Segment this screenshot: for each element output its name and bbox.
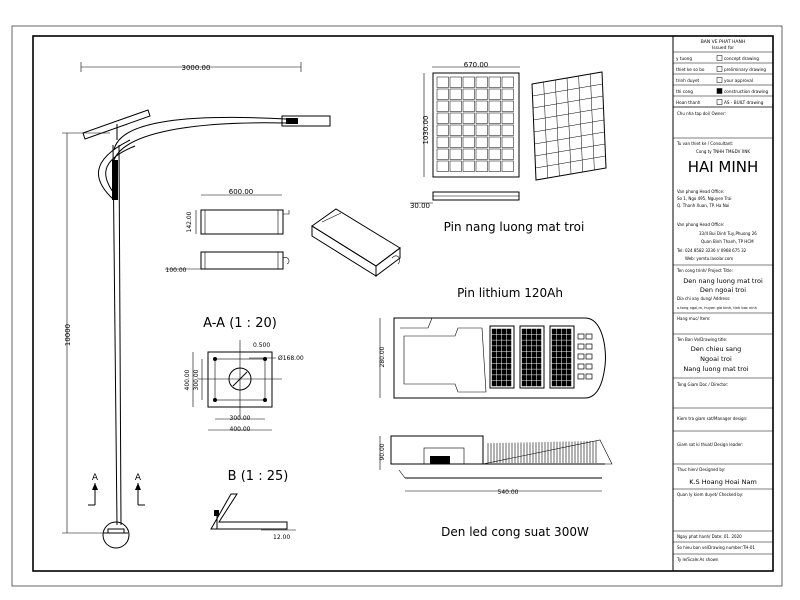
battery-caption: Pin lithium 120Ah — [457, 286, 563, 300]
inner-border — [32, 35, 774, 572]
checker-label: Quan ly kiem duyet/ Checked by: — [677, 492, 743, 497]
led-lamp-side-view: 90.00 540.00 Den led cong suat 300W — [379, 435, 613, 539]
project-line2: Den ngoai troi — [700, 286, 746, 294]
drawing-title-2: Ngoai troi — [700, 355, 732, 363]
drawing-title-3: Nang luong mat troi — [683, 365, 748, 373]
office2-addr1: 33/4 Bui Dinh Tuy,Phuong 26 — [699, 231, 757, 236]
drawing-number: So hieu ban ve/Drawing number:TH-01 — [677, 545, 755, 550]
section-mark-a-right: A — [135, 473, 142, 483]
battery-side — [200, 251, 284, 270]
battery-views: 600.00 142.00 100.00 — [165, 188, 401, 277]
dim-pole-arm: 3000.00 — [182, 64, 211, 72]
dim-base-a-horizontal: 400.00 — [230, 426, 251, 433]
dim-battery-depth: 100.00 — [166, 267, 187, 274]
office2-label: Van phong Head Office: — [677, 222, 724, 227]
outer-border — [11, 25, 783, 587]
issue-row-label: thi cong — [676, 89, 693, 94]
dim-panel-thickness: 30.00 — [410, 202, 430, 210]
issue-date: Ngay phat hanh/ Date: 01. 2020 — [677, 534, 742, 539]
base-plate-section-a: A-A (1 : 20) 0.500 Ø168.00 400.00 300.00… — [184, 316, 304, 433]
dim-lamp-height: 280.00 — [379, 346, 386, 367]
issue-row-option: construction drawing — [724, 89, 769, 94]
issue-row-option: concept drawing — [724, 56, 759, 61]
dim-battery-length: 600.00 — [229, 188, 254, 196]
dim-base-a-vertical: 400.00 — [184, 369, 191, 390]
issue-checkbox[interactable] — [716, 99, 723, 105]
section-b-title: B (1 : 25) — [228, 469, 289, 484]
web: Web: yomtu.lasolar.com — [685, 256, 733, 261]
solar-panel-caption: Pin nang luong mat troi — [444, 220, 585, 234]
issue-row-option: AS - BUILT drawing — [724, 100, 764, 105]
dim-battery-height: 142.00 — [186, 211, 193, 232]
dim-base-bolt: 0.500 — [253, 342, 270, 349]
bracket-profile — [210, 493, 288, 530]
bracket-section-b: B (1 : 25) 12.00 — [210, 469, 296, 541]
dim-panel-width: 670.00 — [464, 61, 489, 69]
project-line1: Den nang luong mat troi — [683, 277, 763, 285]
leader-label: Giam sat ki thuat/ Design leader: — [677, 442, 743, 447]
led-lamp-caption: Den led cong suat 300W — [441, 525, 589, 539]
company-name: HAI MINH — [688, 158, 759, 176]
dim-panel-height: 1030.00 — [422, 116, 430, 145]
category-label: Hang muc/ Item: — [677, 316, 711, 321]
issue-row-option: your approval — [724, 78, 753, 83]
drawing-title-label: Ten Ban Ve/Drawing title: — [676, 337, 727, 342]
lamp-outline — [393, 317, 606, 399]
designer-label: Thuc hien/ Designed by: — [676, 467, 725, 472]
issue-row-label: trinh duyet — [676, 78, 700, 83]
head-office-addr2: Q. Thanh Xuan, TP. Ha Noi — [677, 203, 729, 208]
solar-panel-views: 670.00 1030.00 30.00 Pin nang luong mat … — [410, 61, 607, 300]
drawing-title-1: Den chieu sang — [691, 345, 742, 353]
manager-label: Kiem tra giam sat/Manager design: — [677, 416, 747, 421]
director-label: Tong Giam Doc / Director: — [676, 382, 728, 387]
dim-base-b-vertical: 300.00 — [193, 369, 200, 390]
head-office-label: Van phong Head Office: — [677, 189, 724, 194]
dim-lamp-length: 540.00 — [498, 489, 519, 496]
owner-label: Chu nha tap doi/ Owner: — [677, 111, 726, 116]
issue-checkbox[interactable] — [716, 55, 723, 61]
issued-sub: Issued for — [712, 45, 734, 51]
pole-lamp-head — [281, 115, 331, 127]
dim-base-b-horizontal: 300.00 — [230, 415, 251, 422]
office2-addr2: Quan Binh Thanh, TP HCM — [701, 239, 754, 244]
panel-front — [432, 72, 520, 178]
address-label: Dia chi xay dung/ Address: — [677, 296, 731, 301]
issue-row-label: thiet ke so bo — [676, 67, 705, 72]
issue-checkbox[interactable] — [716, 66, 723, 72]
dim-pole-height: 10000 — [64, 324, 72, 346]
scale: Ty le/Scale:As shown — [676, 557, 719, 562]
section-mark-a-left: A — [92, 473, 99, 483]
section-a-title: A-A (1 : 20) — [203, 316, 277, 331]
designer-name: K.S Hoang Hoai Nam — [689, 478, 757, 486]
address-value: x.tong ngoi,m, huyen gia binh, tinh bac … — [677, 306, 757, 310]
issue-checkbox[interactable] — [716, 88, 723, 94]
issued-header: BAN VE PHAT HANH — [701, 39, 746, 45]
pole-base-circle — [102, 521, 130, 549]
title-block: BAN VE PHAT HANH Issued for y tuong conce… — [672, 35, 774, 572]
head-office-addr1: So 1, Ngo 495, Nguyen Trai — [677, 196, 732, 201]
issue-row-option: preliminary drawing — [724, 67, 766, 72]
dim-lamp-side-height: 90.00 — [379, 443, 386, 460]
issue-row-label: y tuong — [676, 56, 692, 61]
phone: Tel: 024 8582 3236 // 0968 675 32 — [676, 248, 747, 253]
pole-solar-panel — [82, 109, 151, 140]
street-light-pole: 3000.00 10000 A A — [62, 62, 331, 549]
issue-row-label: Hoan thanh — [676, 100, 701, 105]
dim-bracket: 12.00 — [273, 534, 290, 541]
company-small: Cong ty TNHH TM&DV XNK — [696, 149, 750, 154]
dim-base-pipe: Ø168.00 — [278, 355, 304, 362]
project-label: Ten cong trinh/ Project Title: — [676, 268, 733, 273]
led-lamp-top-view: 280.00 — [379, 317, 606, 399]
consultant-label: Tu van thiet ke / Consultant: — [676, 141, 733, 146]
battery-front — [200, 209, 284, 235]
issue-checkbox[interactable] — [716, 77, 723, 83]
